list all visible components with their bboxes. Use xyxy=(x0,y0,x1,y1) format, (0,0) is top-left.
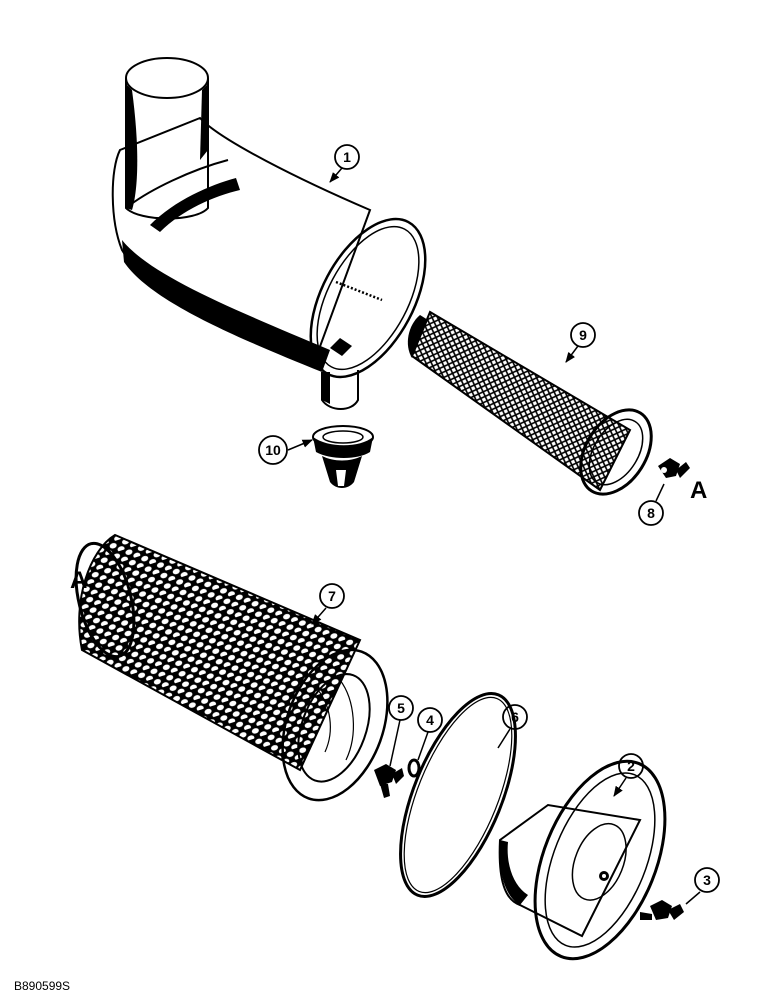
callout-7-label: 7 xyxy=(328,588,336,604)
wing-nut-3 xyxy=(640,900,684,920)
callout-9-label: 9 xyxy=(579,327,587,343)
washer xyxy=(407,758,421,778)
leader-lines xyxy=(287,167,701,905)
callout-4: 4 xyxy=(417,707,443,733)
callout-9: 9 xyxy=(570,322,596,348)
inner-filter-element xyxy=(407,310,653,496)
callout-3: 3 xyxy=(694,867,720,893)
callout-10-label: 10 xyxy=(265,442,281,458)
callout-1-label: 1 xyxy=(343,149,351,165)
reference-letter-upper: A xyxy=(690,477,707,504)
callout-10: 10 xyxy=(258,435,288,465)
wing-nut-8 xyxy=(658,458,690,478)
callout-4-label: 4 xyxy=(426,712,434,728)
callout-1: 1 xyxy=(334,144,360,170)
callout-8: 8 xyxy=(638,500,664,526)
callout-6-label: 6 xyxy=(511,709,519,725)
callout-5-label: 5 xyxy=(397,700,405,716)
end-cover xyxy=(498,759,667,961)
figure-id: B890599S xyxy=(14,979,70,993)
reference-letter-lower: A xyxy=(70,567,87,594)
callout-6: 6 xyxy=(502,704,528,730)
callout-5: 5 xyxy=(388,695,414,721)
dust-valve xyxy=(312,425,374,488)
callout-3-label: 3 xyxy=(703,872,711,888)
callout-8-label: 8 xyxy=(647,505,655,521)
callout-2: 2 xyxy=(618,753,644,779)
o-ring-seal xyxy=(399,692,517,898)
air-cleaner-housing xyxy=(111,57,427,410)
outer-filter-element xyxy=(74,533,389,802)
callout-7: 7 xyxy=(319,583,345,609)
wing-nut-5 xyxy=(374,764,404,798)
callout-2-label: 2 xyxy=(627,758,635,774)
